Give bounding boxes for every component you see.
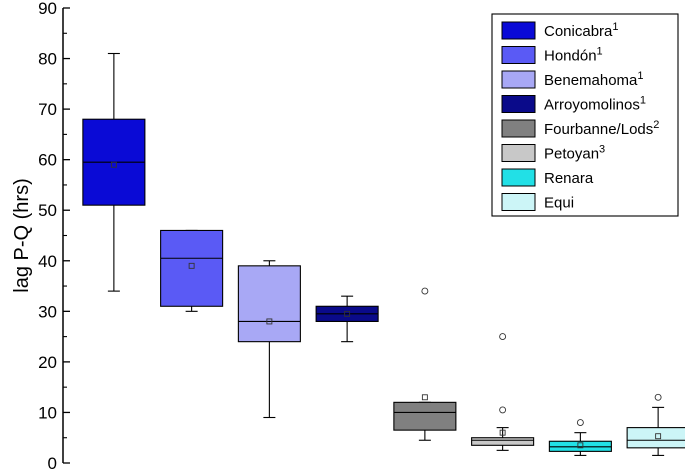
box-equi <box>626 393 685 456</box>
legend-label-name: Petoyan <box>544 146 599 163</box>
y-tick-label: 80 <box>38 50 57 69</box>
y-axis-title: lag P-Q (hrs) <box>11 178 33 292</box>
legend-label: Conicabra1 <box>544 21 619 40</box>
legend-label-superscript: 1 <box>597 46 603 58</box>
legend-label: Renara <box>544 170 594 187</box>
legend-label-superscript: 2 <box>653 119 659 131</box>
legend-label: Benemahoma1 <box>544 70 644 89</box>
legend-label-name: Fourbanne/Lods <box>544 121 653 138</box>
legend-label: Equi <box>544 195 574 212</box>
legend-swatch <box>501 144 536 162</box>
legend-swatch <box>501 119 536 138</box>
mean-marker <box>344 310 351 317</box>
legend-label-name: Equi <box>544 195 574 212</box>
legend-label-name: Conicabra <box>544 23 613 40</box>
legend-swatch <box>501 193 536 211</box>
legend-label-name: Renara <box>544 170 594 187</box>
legend-swatch <box>501 46 536 64</box>
y-tick-label: 40 <box>38 252 57 271</box>
legend-swatch <box>501 70 536 89</box>
legend-item: Renara <box>501 168 594 187</box>
y-tick-label: 50 <box>38 201 57 220</box>
outlier-point <box>499 406 507 414</box>
legend-swatch <box>501 168 536 187</box>
legend-label-name: Benemahoma <box>544 72 638 89</box>
y-tick-label: 60 <box>38 151 57 170</box>
legend-swatch <box>501 95 536 113</box>
box-conicabra <box>82 52 146 292</box>
box-fourbanne-lods <box>393 287 457 441</box>
legend-label-superscript: 3 <box>599 144 605 156</box>
mean-marker <box>655 433 662 440</box>
legend-label-superscript: 1 <box>612 21 618 33</box>
y-tick-label: 20 <box>38 353 57 372</box>
legend-label: Fourbanne/Lods2 <box>544 119 659 138</box>
mean-marker <box>188 262 195 269</box>
legend-item: Conicabra1 <box>501 21 619 40</box>
box-arroyomolinos <box>315 295 379 343</box>
legend-item: Petoyan3 <box>501 144 605 163</box>
box-renara <box>548 419 612 456</box>
legend-item: Equi <box>501 193 574 212</box>
legend-item: Hondón1 <box>501 46 603 65</box>
y-tick-label: 70 <box>38 100 57 119</box>
legend-label-superscript: 1 <box>640 95 646 107</box>
box-hond-n <box>160 229 224 312</box>
legend-item: Benemahoma1 <box>501 70 644 89</box>
iqr-box <box>393 401 457 431</box>
legend-label: Hondón1 <box>544 46 603 65</box>
outlier-point <box>499 333 507 341</box>
box-benemahoma <box>237 260 301 419</box>
outlier-point <box>576 419 584 427</box>
mean-marker <box>110 161 117 168</box>
mean-marker <box>266 318 273 325</box>
outlier-point <box>421 287 429 295</box>
legend-item: Fourbanne/Lods2 <box>501 119 659 138</box>
iqr-box <box>471 437 535 446</box>
legend-label-superscript: 1 <box>637 70 643 82</box>
outlier-point <box>654 393 662 401</box>
iqr-box <box>237 265 301 343</box>
legend-item: Arroyomolinos1 <box>501 95 646 114</box>
y-tick-label: 0 <box>48 454 57 471</box>
y-tick-label: 30 <box>38 302 57 321</box>
mean-marker <box>577 442 584 449</box>
box-petoyan <box>471 333 535 451</box>
legend-label: Arroyomolinos1 <box>544 95 646 114</box>
legend-label: Petoyan3 <box>544 144 605 163</box>
mean-marker <box>421 394 428 401</box>
y-tick-label: 10 <box>38 403 57 422</box>
legend-swatch <box>501 21 536 40</box>
legend-label-name: Hondón <box>544 48 597 65</box>
legend-label-name: Arroyomolinos <box>544 97 640 114</box>
legend: Conicabra1Hondón1Benemahoma1Arroyomolino… <box>491 13 679 217</box>
y-tick-label: 90 <box>38 0 57 18</box>
mean-marker <box>499 429 506 436</box>
